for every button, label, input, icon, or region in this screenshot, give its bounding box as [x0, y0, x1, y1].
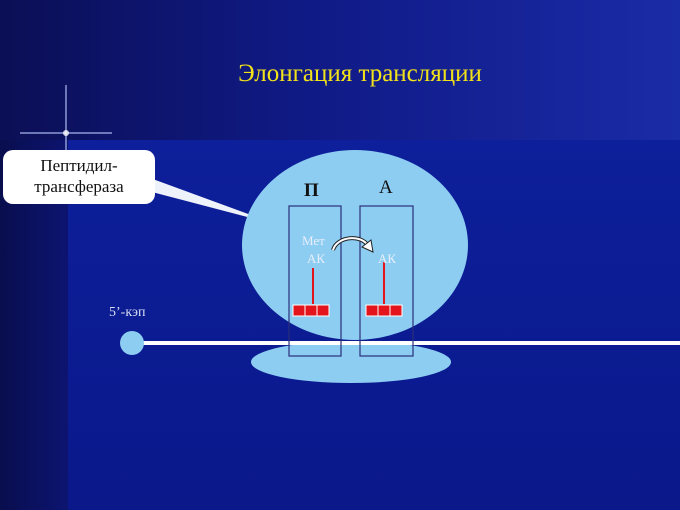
p-site-box: [288, 205, 342, 357]
p-site-label: П: [304, 180, 319, 201]
p-site-met-label: Мет: [302, 233, 325, 248]
a-site-ak-label: АК: [378, 251, 397, 266]
callout-line-2: трансфераза: [34, 177, 124, 196]
p-site-ak-label: АК: [307, 251, 326, 266]
cap-label: 5’-кэп: [109, 305, 146, 320]
sparkle-decoration: [20, 85, 112, 160]
slide-title: Элонгация трансляции: [238, 60, 482, 87]
a-site-codon: [365, 304, 403, 317]
p-site-codon: [292, 304, 330, 317]
callout-line-1: Пептидил-: [40, 156, 118, 175]
ribosome-small-subunit: [251, 341, 451, 383]
a-site-box: [359, 205, 414, 357]
cap-circle: [120, 331, 144, 355]
a-site-label: А: [379, 177, 393, 198]
transfer-arrow: [331, 236, 374, 253]
callout-pointer: [150, 178, 278, 225]
ribosome-large-subunit: [242, 150, 468, 340]
peptidyl-transferase-callout: Пептидил- трансфераза: [3, 150, 155, 204]
background-top-band: [0, 0, 680, 140]
